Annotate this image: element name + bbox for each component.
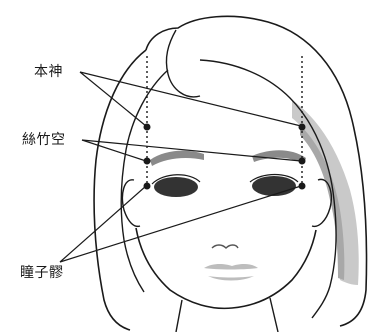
- upper-lip: [204, 264, 258, 270]
- hair-part-line: [166, 30, 200, 97]
- eye-right: [252, 176, 296, 196]
- eye-left: [154, 177, 198, 197]
- point-benshen-right: [299, 124, 306, 131]
- neck-right: [270, 298, 278, 332]
- neck-left: [176, 300, 182, 332]
- point-tongziliao-right: [299, 183, 306, 190]
- eyebrow-left: [150, 151, 204, 166]
- pointer-tongziliao-right: [60, 186, 301, 262]
- label-tongziliao: 瞳子髎: [20, 266, 64, 280]
- ear-left: [122, 180, 140, 227]
- point-benshen-left: [144, 124, 151, 131]
- label-sizhukong: 絲竹空: [22, 133, 66, 147]
- lower-lip: [208, 276, 254, 281]
- nose: [212, 245, 238, 248]
- point-sizhukong-left: [144, 158, 151, 165]
- point-sizhukong-right: [299, 158, 306, 165]
- point-tongziliao-left: [144, 183, 151, 190]
- label-benshen: 本神: [34, 65, 63, 79]
